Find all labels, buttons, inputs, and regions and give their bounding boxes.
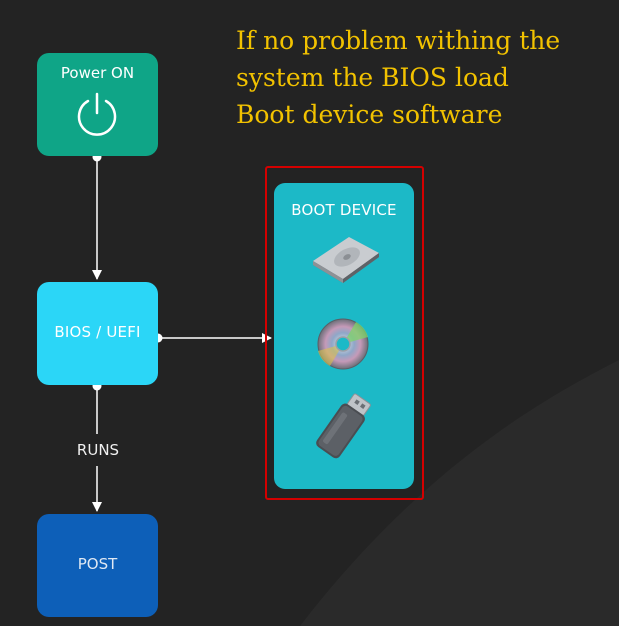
- boot-device-panel: BOOT DEVICE: [274, 183, 414, 489]
- bios-uefi-node: BIOS / UEFI: [37, 282, 158, 385]
- bios-uefi-label: BIOS / UEFI: [54, 323, 141, 341]
- runs-edge-label: RUNS: [76, 441, 120, 459]
- caption-line-1: If no problem withing the: [236, 26, 561, 55]
- caption-line-3: Boot device software: [236, 100, 503, 129]
- power-on-label: Power ON: [60, 64, 135, 82]
- usb-drive-icon: [316, 393, 371, 459]
- caption-line-2: system the BIOS load: [236, 63, 509, 92]
- post-label: POST: [77, 555, 118, 573]
- power-icon: [77, 92, 117, 136]
- caption: If no problem withing the system the BIO…: [236, 22, 606, 133]
- post-node: POST: [37, 514, 158, 617]
- optical-disc-icon: [317, 318, 369, 370]
- power-on-node: Power ON: [37, 53, 158, 156]
- boot-device-title: BOOT DEVICE: [291, 201, 397, 219]
- boot-device-highlight: [265, 166, 424, 500]
- hard-drive-icon: [313, 237, 379, 283]
